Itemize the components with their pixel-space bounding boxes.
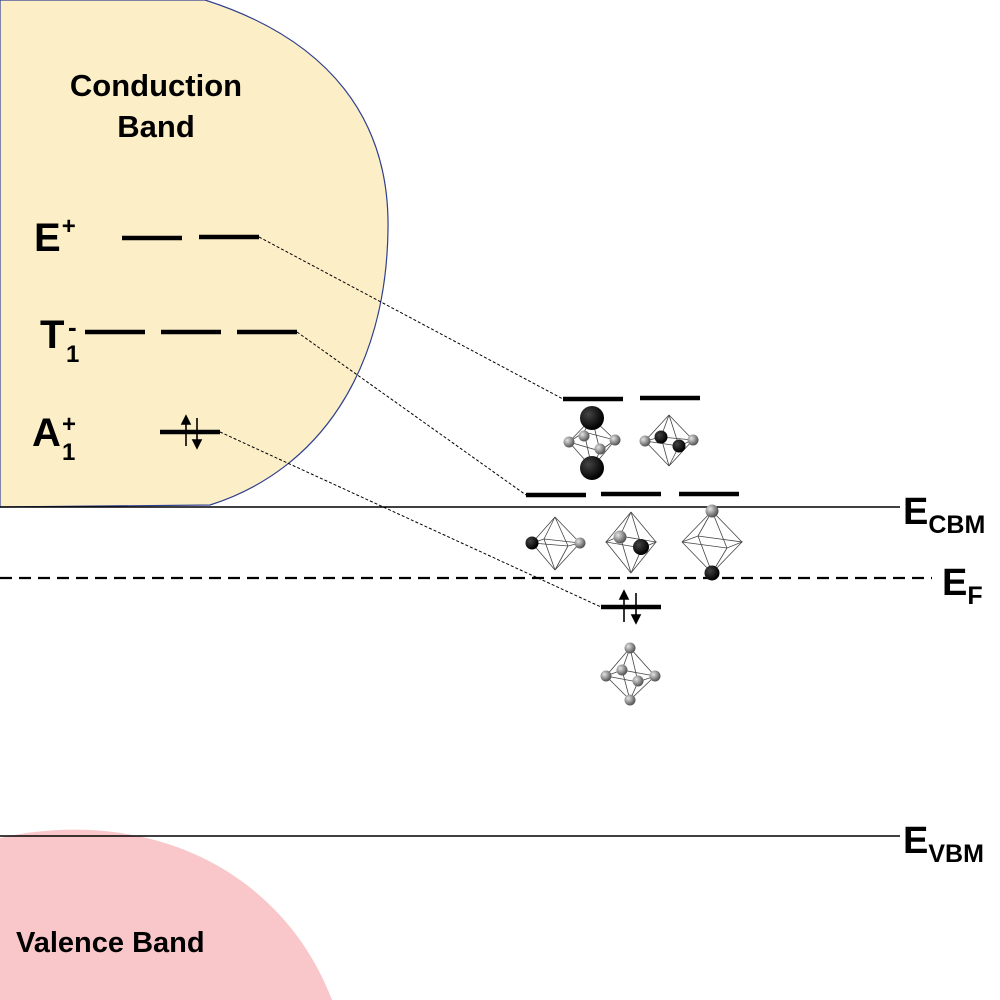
svg-text:1: 1 bbox=[62, 439, 75, 466]
a1-plus-label: A + 1 bbox=[32, 411, 76, 466]
paired-spin-arrows-icon bbox=[180, 414, 203, 450]
fermi-label: EF bbox=[942, 562, 983, 610]
svg-text:T: T bbox=[40, 313, 64, 357]
conduction-band-label-line2: Band bbox=[117, 109, 195, 144]
octahedron-icon bbox=[600, 642, 661, 706]
e-plus-levels bbox=[122, 234, 259, 241]
conduction-band-label-line1: Conduction bbox=[70, 68, 242, 103]
e-plus-label: E+ bbox=[34, 213, 76, 260]
split-paired-spin-arrows-icon bbox=[618, 589, 642, 625]
octahedron-icon bbox=[681, 504, 744, 581]
octahedron-icon bbox=[604, 511, 658, 574]
cbm-label: ECBM bbox=[903, 491, 985, 539]
octahedron-icon bbox=[639, 414, 699, 467]
octahedron-icon bbox=[563, 406, 621, 480]
a1-plus-level bbox=[160, 414, 220, 450]
vbm-label: EVBM bbox=[903, 820, 984, 868]
svg-text:A: A bbox=[32, 411, 61, 455]
octahedron-icon bbox=[525, 516, 586, 571]
svg-text:1: 1 bbox=[66, 341, 79, 368]
correlation-lines bbox=[219, 236, 602, 608]
svg-text:+: + bbox=[62, 411, 76, 438]
svg-text:-: - bbox=[68, 312, 77, 342]
conduction-band-region bbox=[0, 0, 389, 508]
t1-minus-label: T - 1 bbox=[40, 312, 79, 368]
valence-band-label: Valence Band bbox=[16, 927, 205, 959]
split-levels bbox=[526, 395, 739, 610]
valence-band-region bbox=[0, 829, 332, 1000]
